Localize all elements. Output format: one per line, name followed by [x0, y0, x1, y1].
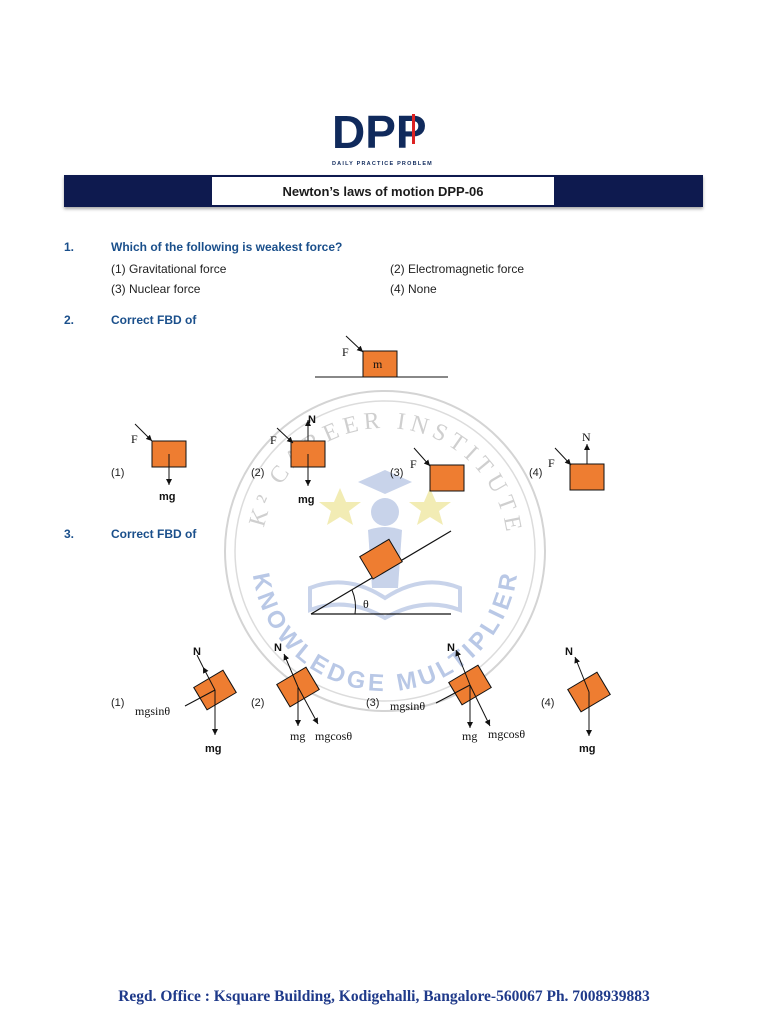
normal-label: N [308, 414, 316, 426]
weight-label: mg [290, 729, 305, 743]
force-label: F [270, 433, 277, 447]
option-4: (4) None [390, 282, 437, 296]
force-label: F [131, 432, 138, 446]
option-marker: (4) [529, 467, 542, 479]
q2-option-3: (3) F [390, 447, 465, 492]
component-label: mgsinθ [390, 699, 425, 713]
block [362, 350, 398, 378]
weight-label: mg [298, 494, 315, 506]
question-number: 3. [64, 527, 75, 541]
option-1: (1) Gravitational force [111, 262, 227, 276]
watermark: K² CAREER INSTITUTE KNOWLEDGE MULTIPLIER [222, 388, 548, 714]
weight-label: mg [462, 729, 477, 743]
weight-label: mg [159, 491, 176, 503]
block [359, 538, 403, 580]
pen-icon [412, 114, 415, 144]
q3-option-4: (4) N mg [541, 646, 611, 755]
page-title: Newton’s laws of motion DPP-06 [212, 177, 554, 205]
student-head-icon [371, 498, 399, 526]
normal-label: N [565, 646, 573, 658]
q2-option-1: (1) F mg [111, 423, 187, 503]
q3-option-1: (1) N mgsinθ mg [111, 646, 237, 755]
option-marker: (1) [111, 697, 124, 709]
force-label: F [410, 457, 417, 471]
star-icon [319, 488, 361, 525]
footer-address: Regd. Office : Ksquare Building, Kodigeh… [118, 988, 650, 1005]
logo-text: DPP [332, 108, 427, 158]
weight-label: mg [579, 743, 596, 755]
book-icon [308, 580, 462, 621]
q2-main-figure: m F [315, 335, 448, 378]
option-marker: (1) [111, 467, 124, 479]
question-text: Correct FBD of [111, 313, 197, 327]
option-marker: (3) [366, 697, 379, 709]
question-text: Which of the following is weakest force? [111, 240, 343, 254]
normal-label: N [582, 430, 591, 444]
question-number: 2. [64, 313, 75, 327]
force-label: F [548, 456, 555, 470]
option-marker: (4) [541, 697, 554, 709]
q3-main-figure: θ [310, 530, 452, 615]
option-marker: (2) [251, 467, 264, 479]
q2-option-4: (4) N F [529, 430, 605, 491]
mass-label: m [373, 357, 383, 371]
option-marker: (3) [390, 467, 403, 479]
q2-option-2: (2) N F mg [251, 414, 326, 506]
normal-label: N [193, 646, 201, 658]
component-label: mgcosθ [488, 727, 525, 741]
normal-label: N [274, 642, 282, 654]
component-label: mgcosθ [315, 729, 352, 743]
option-2: (2) Electromagnetic force [390, 262, 525, 276]
block [569, 463, 605, 491]
logo-subtitle: DAILY PRACTICE PROBLEM [332, 161, 433, 167]
block [429, 464, 465, 492]
component-label: mgsinθ [135, 704, 170, 718]
force-label: F [342, 345, 349, 359]
dpp-logo: DPP DAILY PRACTICE PROBLEM [330, 106, 440, 170]
option-3: (3) Nuclear force [111, 282, 201, 296]
normal-label: N [447, 642, 455, 654]
graduation-cap-icon [358, 470, 412, 494]
q3-option-2: (2) N mg mgcosθ [251, 642, 352, 743]
option-marker: (2) [251, 697, 264, 709]
star-icon [409, 488, 451, 525]
q3-option-3: (3) mgsinθ N mg mgcosθ [366, 642, 525, 743]
weight-label: mg [205, 743, 222, 755]
question-text: Correct FBD of [111, 527, 197, 541]
angle-label: θ [363, 597, 369, 611]
question-number: 1. [64, 240, 75, 254]
